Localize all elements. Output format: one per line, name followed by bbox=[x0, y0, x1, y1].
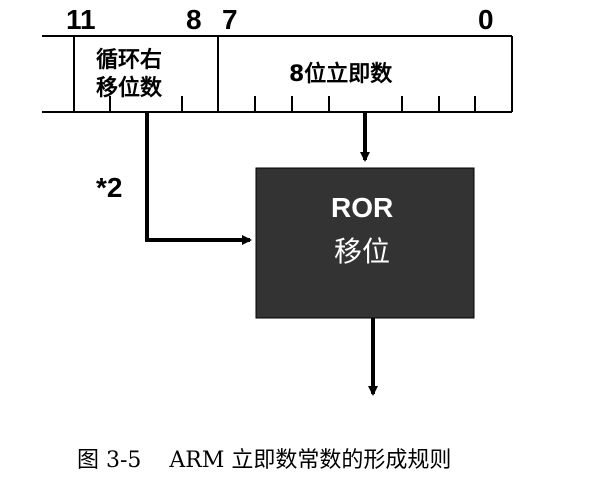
bit-label-7: 7 bbox=[222, 4, 238, 35]
bit-label-0: 0 bbox=[478, 4, 494, 35]
rotate-field-label-line1: 循环右 bbox=[96, 48, 163, 73]
rotate-field-label-line2: 移位数 bbox=[96, 76, 163, 101]
ror-box-title: ROR bbox=[331, 192, 394, 223]
immediate-field-label: 8位立即数 bbox=[289, 62, 393, 87]
multiplier-label: *2 bbox=[96, 172, 123, 203]
immediate-field-ticks bbox=[254, 96, 476, 112]
figure-caption: 图 3-5 ARM 立即数常数的形成规则 bbox=[77, 448, 452, 473]
bit-label-8: 8 bbox=[186, 4, 202, 35]
ror-box bbox=[255, 167, 475, 319]
rotate-field-ticks bbox=[109, 96, 183, 112]
rotate-connector-arrow bbox=[145, 113, 252, 245]
bit-label-11: 11 bbox=[66, 4, 96, 35]
ror-box-subtitle: 移位 bbox=[334, 235, 391, 268]
